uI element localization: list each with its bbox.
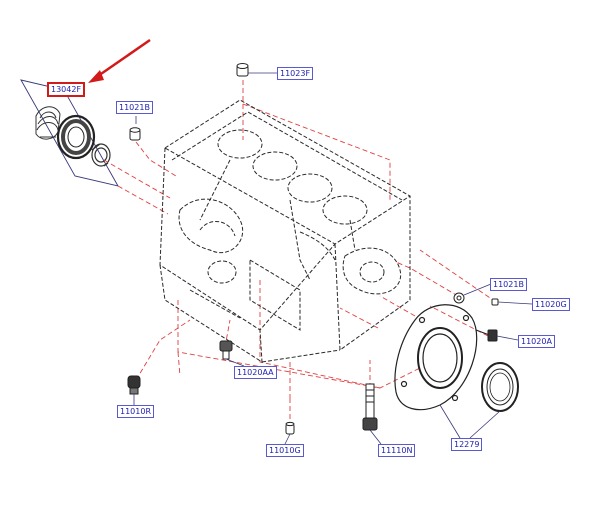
rear-oil-seal-part [481,362,519,412]
rear-cover-part [394,304,478,411]
bolt-11110N-part [362,383,378,431]
callout-11023F[interactable]: 11023F [277,67,314,80]
oil-seal-part [56,114,96,160]
plug-11010R-part [127,375,141,395]
sleeve-ring-part [91,143,111,167]
callout-12279[interactable]: 12279 [451,438,483,451]
callout-11021B-right[interactable]: 11021B [490,278,527,291]
engine-block-part [159,99,411,363]
callout-11010G[interactable]: 11010G [266,444,304,457]
leader-lines [103,80,497,424]
plug-11021B-right-part [453,292,465,304]
red-arrow-icon [88,38,151,83]
pin-11020G-part [491,298,499,306]
callout-leaders [133,72,533,445]
bearing-shell-part [35,106,61,140]
dowel-11010G-part [285,421,295,435]
callout-13042F[interactable]: 13042F [47,82,86,97]
bolt-11020AA-part [219,340,233,360]
callout-11010R[interactable]: 11010R [117,405,155,418]
plug-11021B-top-part [129,127,141,141]
plug-11023F-part [236,63,249,77]
callout-11020G[interactable]: 11020G [532,298,570,311]
bolt-11020A-part [475,329,498,342]
callout-11020A[interactable]: 11020A [518,335,555,348]
callout-11021B-top[interactable]: 11021B [116,101,153,114]
callout-11020AA[interactable]: 11020AA [234,366,277,379]
callout-11110N[interactable]: 11110N [378,444,416,457]
